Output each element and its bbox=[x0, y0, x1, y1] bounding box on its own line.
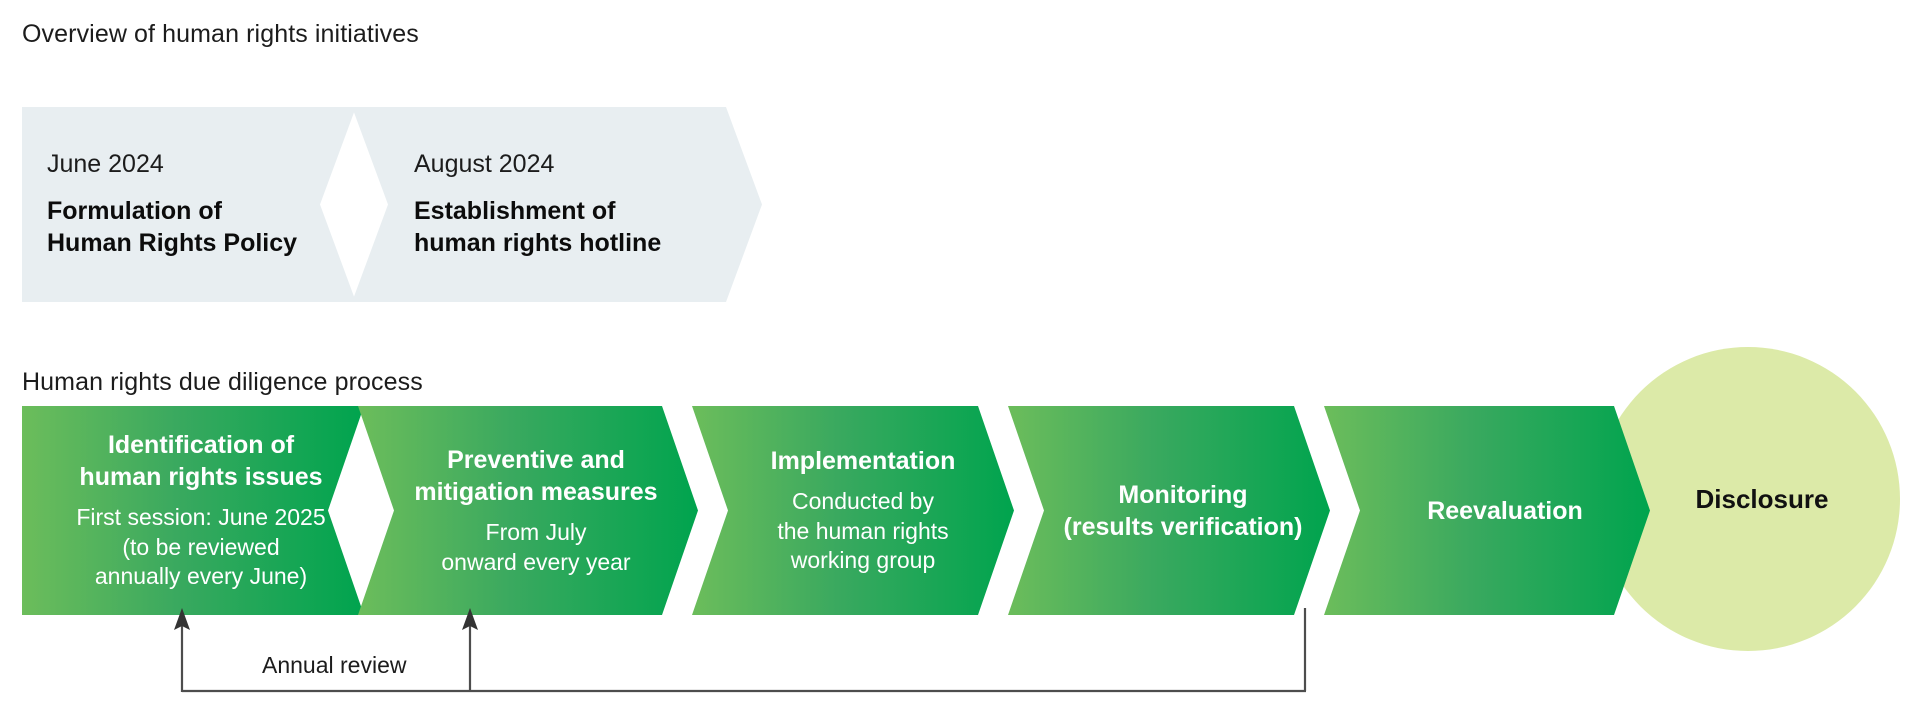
process-step-content-0: Identification of human rights issues Fi… bbox=[76, 429, 325, 593]
annual-review-left-arrowhead-icon bbox=[174, 608, 190, 630]
overview-section-title: Overview of human rights initiatives bbox=[22, 20, 419, 48]
milestone-timeline: June 2024 Formulation of Human Rights Po… bbox=[22, 107, 762, 302]
annual-review-label: Annual review bbox=[254, 652, 415, 679]
process-step-content-2: Implementation Conducted by the human ri… bbox=[771, 445, 956, 577]
process-step-subtitle-0: First session: June 2025 (to be reviewed… bbox=[76, 503, 326, 590]
disclosure-label: Disclosure bbox=[1695, 483, 1829, 514]
process-step-identification: Identification of human rights issues Fi… bbox=[22, 406, 364, 615]
process-step-title-1: Preventive and mitigation measures bbox=[414, 445, 658, 506]
process-step-implementation: Implementation Conducted by the human ri… bbox=[692, 406, 1014, 615]
due-diligence-process-flow: Identification of human rights issues Fi… bbox=[0, 406, 1920, 615]
disclosure-outcome-circle: Disclosure bbox=[1596, 347, 1900, 651]
milestone-label-0: Formulation of Human Rights Policy bbox=[47, 197, 298, 257]
process-step-monitoring: Monitoring (results verification) bbox=[1008, 406, 1330, 615]
process-step-reevaluation: Reevaluation bbox=[1324, 406, 1650, 615]
process-step-title-0: Identification of human rights issues bbox=[79, 430, 323, 491]
milestone-content-0: June 2024 Formulation of Human Rights Po… bbox=[22, 107, 297, 302]
process-step-content-4: Reevaluation bbox=[1427, 495, 1583, 527]
milestone-date-1: August 2024 bbox=[414, 150, 555, 178]
milestone-label-1: Establishment of human rights hotline bbox=[414, 197, 662, 257]
process-step-subtitle-2: Conducted by the human rights working gr… bbox=[777, 487, 949, 574]
process-step-title-4: Reevaluation bbox=[1427, 496, 1583, 525]
process-step-content-1: Preventive and mitigation measures From … bbox=[414, 444, 657, 578]
process-step-title-2: Implementation bbox=[770, 446, 956, 475]
due-diligence-section-title: Human rights due diligence process bbox=[22, 368, 423, 396]
process-step-subtitle-1: From July onward every year bbox=[441, 518, 631, 575]
process-step-preventive-mitigation: Preventive and mitigation measures From … bbox=[358, 406, 698, 615]
annual-review-loop bbox=[174, 608, 1307, 693]
process-step-title-3: Monitoring (results verification) bbox=[1063, 480, 1303, 541]
milestone-chevron-1: August 2024 Establishment of human right… bbox=[352, 107, 762, 302]
milestone-date-0: June 2024 bbox=[47, 150, 164, 178]
annual-review-middle-arrowhead-icon bbox=[462, 608, 478, 630]
milestone-chevron-0: June 2024 Formulation of Human Rights Po… bbox=[22, 107, 356, 302]
process-step-content-3: Monitoring (results verification) bbox=[1064, 479, 1303, 543]
milestone-content-1: August 2024 Establishment of human right… bbox=[352, 107, 661, 302]
